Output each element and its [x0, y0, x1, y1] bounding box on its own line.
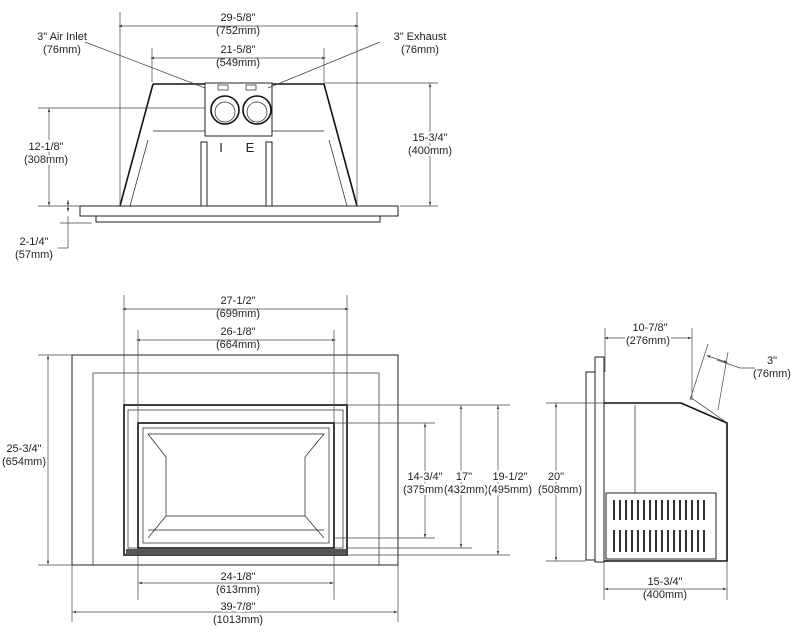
surround-height-mm: (654mm) [2, 456, 46, 468]
vent-diameter-dimension [706, 355, 728, 363]
inlet-marker: I [219, 140, 223, 155]
firebox-height-in: 19-1/2" [492, 471, 527, 483]
vent-width-mm: (549mm) [216, 57, 260, 69]
side-door-frame [585, 371, 596, 561]
side-depth-in: 15-3/4" [647, 576, 682, 588]
top-view: I E 29-5/8" (752mm) 21-5/8" (549mm) 3" A… [15, 12, 454, 261]
opening-height-mm: (432mm) [444, 484, 488, 496]
inlet-height-in: 12-1/8" [28, 141, 63, 153]
exhaust-mm: (76mm) [401, 44, 439, 56]
firebox-width-mm: (699mm) [216, 308, 260, 320]
opening-height-in: 17" [456, 471, 472, 483]
louvered-panel [605, 492, 717, 560]
firebox-frame [123, 404, 348, 556]
surround-depth-in: 2-1/4" [20, 236, 49, 248]
surround-width-in: 39-7/8" [220, 601, 255, 613]
inlet-height-mm: (308mm) [24, 154, 68, 166]
front-view: 27-1/2" (699mm) 26-1/8" (664mm) 25-3/4" … [0, 293, 534, 626]
air-inlet-mm: (76mm) [43, 44, 81, 56]
exhaust-pipe [242, 95, 272, 125]
surround-width-mm: (1013mm) [213, 614, 263, 626]
leg-right [265, 141, 273, 207]
bottom-width-mm: (613mm) [216, 584, 260, 596]
vent-diameter-in: 3" [767, 355, 777, 367]
exhaust-label: 3" Exhaust [394, 31, 447, 43]
firebox-interior [147, 433, 325, 539]
firebox-height-mm: (495mm) [488, 484, 532, 496]
air-inlet-pipe [210, 95, 240, 125]
side-height-mm: (508mm) [538, 484, 582, 496]
leg-left [200, 141, 208, 207]
glass-height-mm: (375mm) [403, 484, 447, 496]
bottom-width-in: 24-1/8" [220, 571, 255, 583]
glass-door [137, 422, 335, 549]
vent-width-in: 21-5/8" [220, 44, 255, 56]
vent-offset-mm: (276mm) [626, 335, 670, 347]
firebox-width-in: 27-1/2" [220, 295, 255, 307]
overall-width-in: 29-5/8" [220, 12, 255, 24]
surround-lower-plate [95, 215, 381, 223]
overall-width-mm: (752mm) [216, 25, 260, 37]
glass-width-in: 26-1/8" [220, 326, 255, 338]
surround-height-in: 25-3/4" [6, 443, 41, 455]
top-view-housing-detail [129, 130, 348, 207]
surround-plate [79, 205, 399, 217]
depth-in: 15-3/4" [412, 132, 447, 144]
bottom-louver [126, 549, 346, 555]
depth-mm: (400mm) [408, 145, 452, 157]
exhaust-marker: E [246, 140, 255, 155]
glass-height-in: 14-3/4" [407, 471, 442, 483]
top-view-housing-outline [119, 83, 358, 207]
surround-depth-mm: (57mm) [15, 249, 53, 261]
side-height-in: 20" [548, 471, 564, 483]
glass-width-mm: (664mm) [216, 339, 260, 351]
side-view: 10-7/8" (276mm) 3" (76mm) 20" (508mm) 15… [536, 320, 791, 601]
side-depth-mm: (400mm) [643, 589, 687, 601]
vent-offset-in: 10-7/8" [632, 322, 667, 334]
side-body-outline [604, 402, 728, 562]
side-surround-panel [594, 356, 605, 563]
surround-outer [71, 354, 399, 566]
vent-diameter-mm: (76mm) [753, 368, 791, 380]
surround-inner [92, 372, 380, 566]
air-inlet-label: 3" Air Inlet [37, 31, 87, 43]
